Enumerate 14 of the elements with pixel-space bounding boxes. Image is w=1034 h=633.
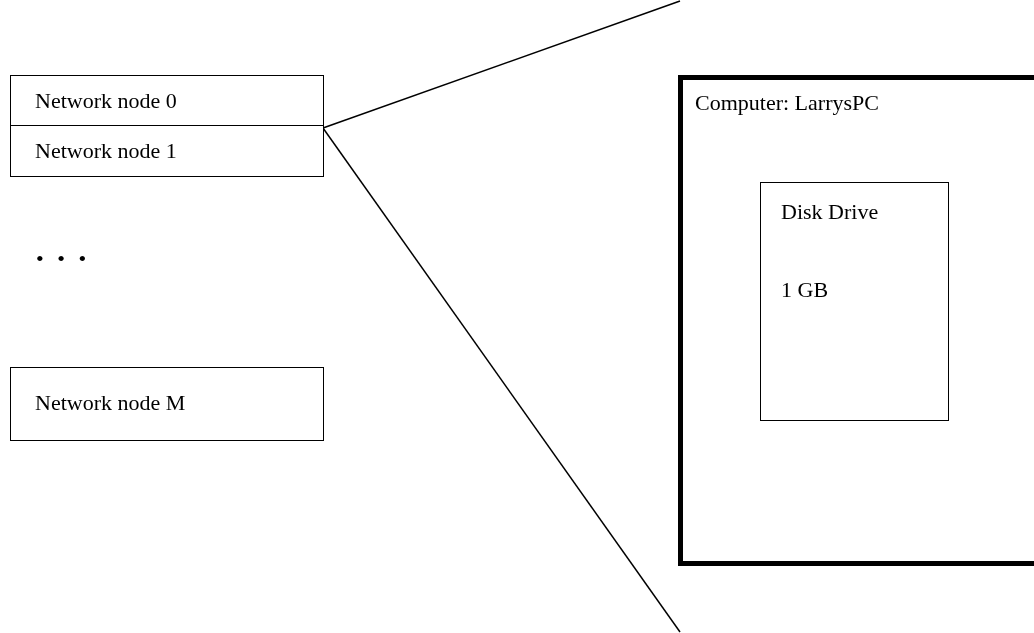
node-label: Network node M: [35, 390, 186, 416]
computer-box: [678, 75, 1034, 566]
node-label: Disk Drive: [781, 199, 879, 225]
ellipsis-text: • • •: [36, 246, 91, 272]
network-node-box: [10, 75, 324, 127]
node-label: Network node 1: [35, 138, 177, 164]
network-node-box: [10, 125, 324, 177]
zoom-line: [322, 0, 681, 129]
zoom-line: [322, 127, 681, 633]
network-node-box: [10, 367, 324, 441]
node-label: Network node 0: [35, 88, 177, 114]
disk-drive-box: [760, 182, 949, 421]
node-detail: 1 GB: [781, 277, 829, 303]
node-label: Computer: LarrysPC: [695, 90, 879, 116]
